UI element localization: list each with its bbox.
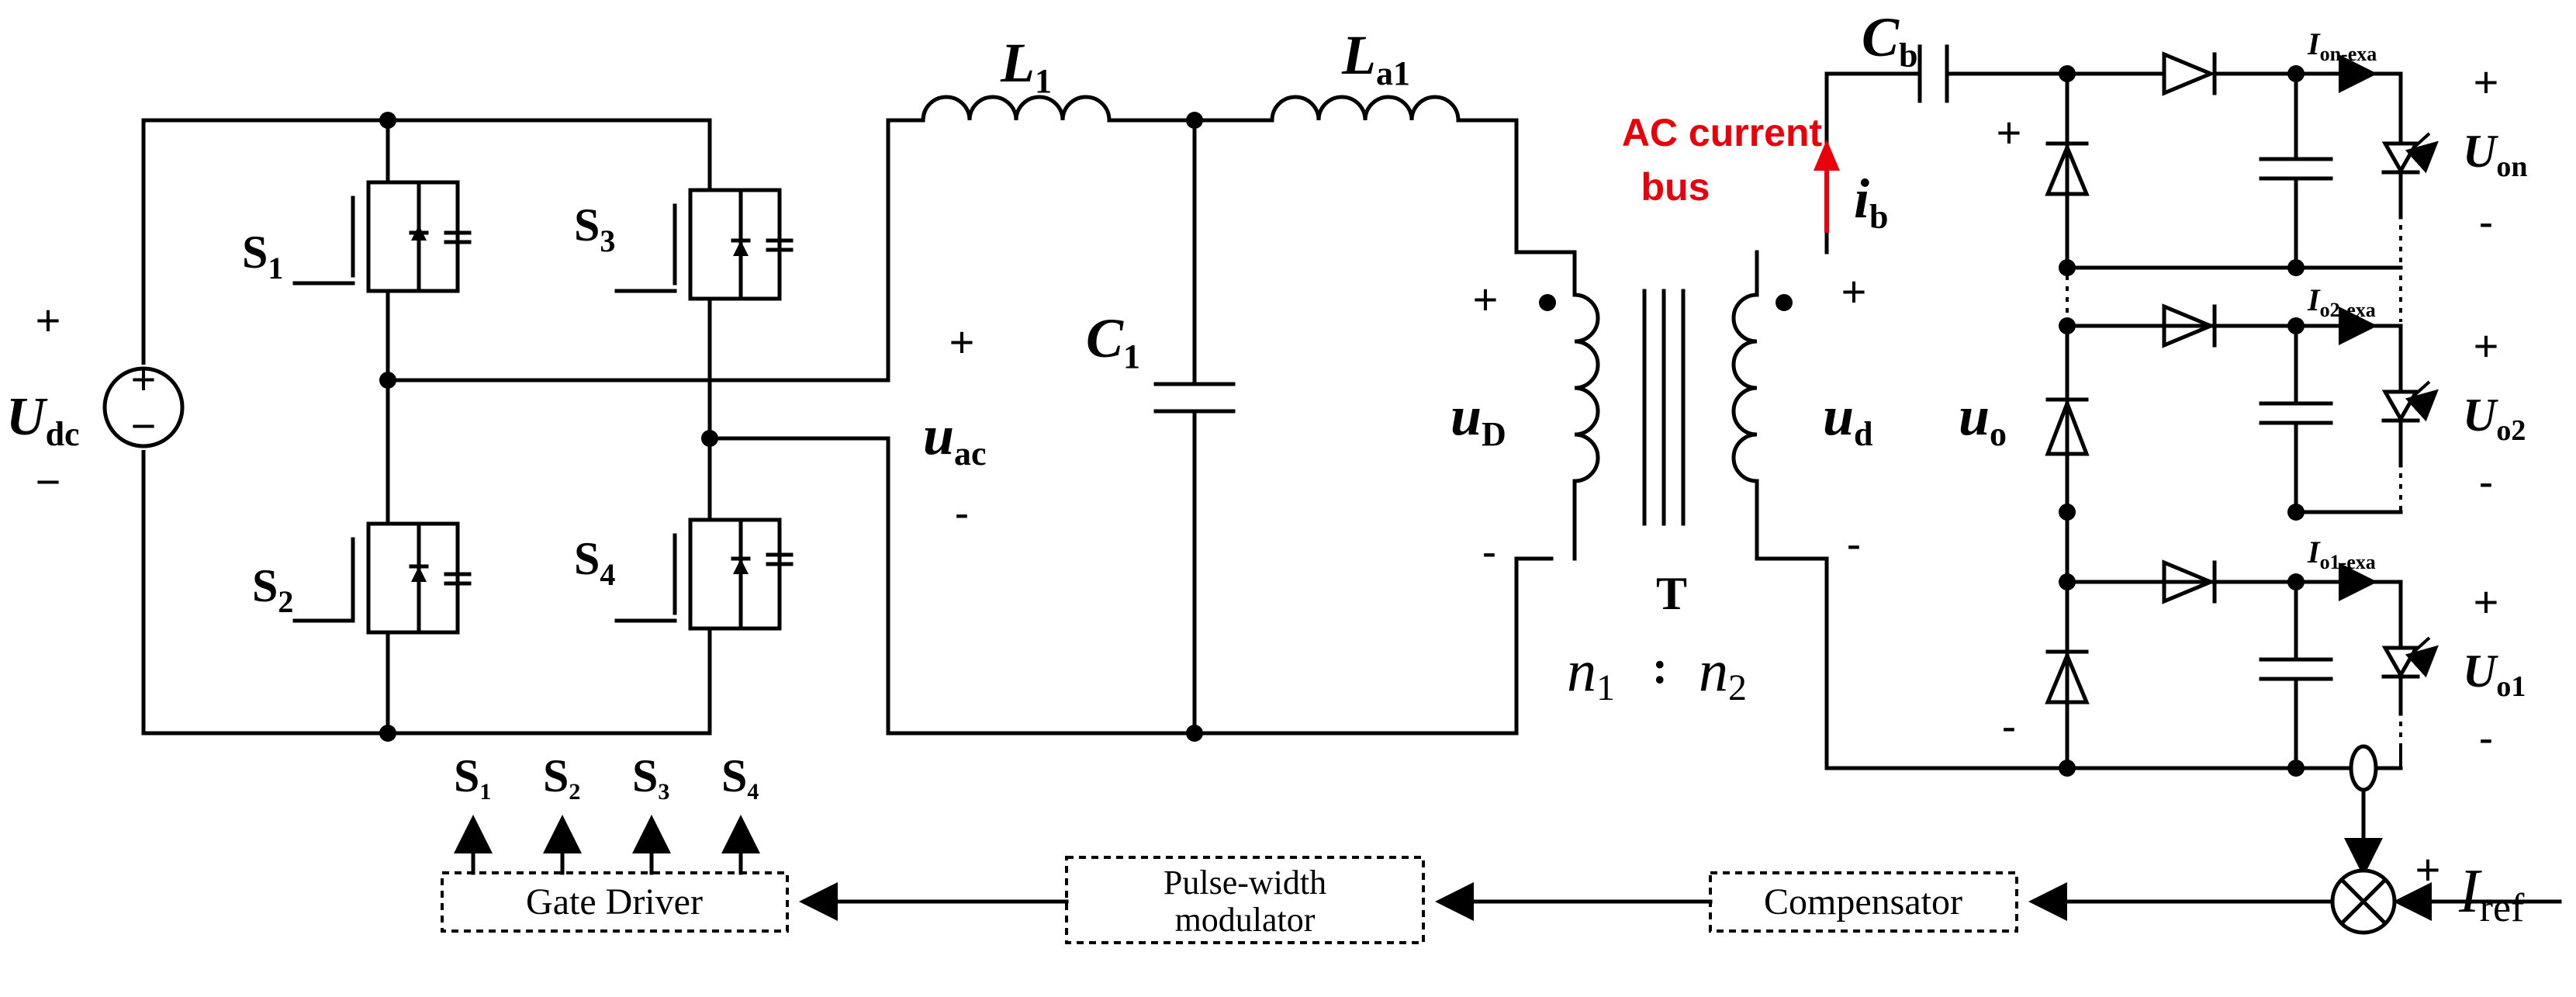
pwm-block: [1065, 856, 1425, 944]
uac-label: uac: [923, 404, 987, 473]
transformer-label: T: [1656, 568, 1687, 619]
output-voltage-label-top: Uon: [2463, 126, 2527, 183]
output-voltage-label-middle: Uo2: [2463, 389, 2526, 447]
output-current-label-middle: Io2-exa: [2307, 282, 2376, 321]
gate-driver-block: [441, 871, 789, 933]
source-inner-minus: −: [131, 401, 157, 450]
ac-current-bus: Cb AC current bus ib: [1622, 6, 2069, 254]
gate-driver-label: Gate Driver: [526, 881, 703, 923]
led-middle: [2381, 382, 2434, 424]
l1-label: L1: [1000, 32, 1052, 100]
n2-label: n2: [1699, 639, 1747, 708]
ud-primary-label: uD: [1451, 385, 1506, 453]
udc-minus-sign: −: [36, 457, 61, 506]
resonant-tank: L1 La1 C1 + - uac: [921, 24, 1554, 742]
ud-secondary-label: ud: [1823, 385, 1873, 453]
output-capacitor-middle: [2259, 401, 2333, 425]
output-minus-bottom: -: [2479, 713, 2494, 762]
udc-plus-sign: +: [36, 296, 61, 344]
output-capacitor-top: [2259, 157, 2333, 181]
ud-secondary-minus-sign: -: [1847, 519, 1862, 568]
series-diode-bottom: [2162, 559, 2217, 604]
switch-s2-label: S2: [252, 560, 293, 619]
la1-label: La1: [1341, 24, 1410, 92]
ib-label: ib: [1854, 168, 1889, 236]
transformer-core: [1642, 289, 1686, 526]
iref-label: Iref: [2458, 857, 2525, 930]
led-top: [2381, 133, 2434, 175]
transformer: + - uD T n1 : n2 + - ud: [1451, 250, 2069, 770]
gate-label-s1: S1: [454, 750, 491, 805]
uac-minus-sign: -: [955, 488, 970, 537]
switch-s4-symbol: [614, 502, 811, 646]
output-voltage-label-bottom: Uo1: [2463, 646, 2526, 703]
gate-label-s4: S4: [721, 750, 759, 805]
control-loop: + Iref Compensator Pulse-width modulator…: [441, 750, 2562, 944]
switch-s4-label: S4: [574, 533, 615, 592]
output-plus-top: +: [2474, 57, 2499, 106]
uo-plus-sign: +: [1997, 108, 2022, 157]
switch-s1-label: S1: [242, 227, 283, 286]
output-minus-top: -: [2479, 197, 2494, 246]
ud-primary-minus-sign: -: [1482, 527, 1497, 576]
cb-capacitor-plates: [1917, 44, 1949, 103]
c1-label: C1: [1086, 307, 1140, 376]
turns-ratio-colon: :: [1652, 642, 1668, 693]
h-bridge: S1 S2 S3 S4: [141, 112, 1554, 742]
switch-s3-label: S3: [574, 199, 615, 258]
output-plus-bottom: +: [2474, 577, 2499, 626]
switch-s2-symbol: [292, 506, 489, 650]
secondary-winding: [1731, 250, 2069, 770]
uo-label: uo: [1959, 385, 2007, 453]
ud-primary-plus-sign: +: [1473, 275, 1499, 324]
series-diode-middle: [2162, 303, 2217, 348]
pwm-label-line1: Pulse-width: [1164, 864, 1326, 902]
gate-label-s3: S3: [632, 750, 669, 805]
primary-winding: [1549, 250, 1600, 561]
c1-capacitor-plates: [1153, 382, 1236, 414]
uo-minus-sign: -: [2002, 701, 2017, 750]
gate-label-s2: S2: [543, 750, 580, 805]
udc-label: Udc: [6, 387, 80, 453]
switch-s3-symbol: [614, 172, 811, 317]
cb-label: Cb: [1862, 6, 1918, 74]
dc-source-symbol: [102, 366, 185, 448]
rectifier-diode-top: [2045, 141, 2090, 196]
output-plus-middle: +: [2474, 321, 2499, 370]
ac-bus-label-line2: bus: [1641, 165, 1710, 209]
rectifier-diode-middle: [2045, 397, 2090, 456]
compensator-label: Compensator: [1764, 881, 1962, 923]
output-capacitor-bottom: [2259, 657, 2333, 681]
dc-source: + − + − Udc: [6, 118, 185, 736]
output-minus-middle: -: [2479, 457, 2494, 506]
pwm-label-line2: modulator: [1175, 901, 1316, 939]
compensator-block: [1709, 871, 2018, 933]
summing-junction: [2330, 868, 2397, 935]
output-current-label-bottom: Io1-exa: [2307, 535, 2376, 573]
output-current-label-top: Ion-exa: [2307, 26, 2377, 65]
rectifier-diode-bottom: [2045, 649, 2090, 704]
source-inner-plus: +: [131, 355, 157, 403]
current-sensor: [2349, 744, 2378, 792]
n1-label: n1: [1567, 639, 1615, 708]
uac-plus-sign: +: [949, 317, 975, 366]
led-bottom: [2381, 638, 2434, 680]
ac-bus-label-line1: AC current: [1622, 111, 1823, 154]
series-diode-top: [2162, 51, 2217, 96]
ud-secondary-plus-sign: +: [1841, 267, 1867, 316]
iref-plus-sign: +: [2415, 845, 2441, 894]
switch-s1-symbol: [292, 164, 489, 309]
output-stages: + - uo Ion-exa Io2-exa Io1-exa + Uon - +…: [1959, 26, 2527, 877]
